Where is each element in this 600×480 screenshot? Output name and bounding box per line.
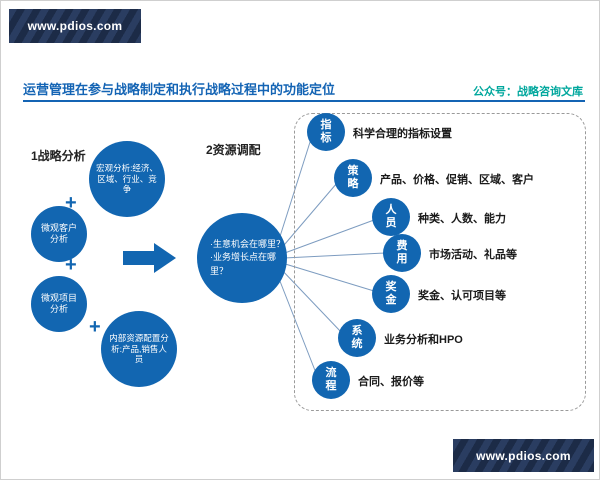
node-circle-system: 系统 (338, 319, 376, 357)
internal-resource-text: 内部资源配置分析:产品,销售人员 (109, 333, 169, 365)
node-label-expense: 市场活动、礼品等 (429, 249, 517, 261)
micro-project-text: 微观项目分析 (40, 292, 77, 314)
right-arrow-icon (123, 243, 176, 273)
node-circle-strategy: 策略 (334, 159, 372, 197)
node-label-personnel: 种类、人数、能力 (418, 213, 506, 225)
micro-customer-circle: 微观客户分析 (31, 206, 87, 262)
node-label-indicators: 科学合理的指标设置 (353, 128, 452, 140)
hub-question-1: ·生意机会在哪里？ (210, 238, 285, 249)
node-circle-text: 奖金 (385, 281, 397, 306)
node-circle-bonus: 奖金 (372, 275, 410, 313)
node-label-process: 合同、报价等 (358, 376, 424, 388)
plus-icon: + (89, 316, 101, 338)
account-label: 公众号：战略咨询文库 (473, 86, 583, 98)
watermark-banner-bottom: www.pdios.com (453, 439, 594, 472)
hub-question-2: ·业务增长点在哪里？ (210, 252, 276, 276)
section-label-strategy: 1战略分析 (31, 149, 86, 163)
node-circle-text: 指标 (320, 119, 332, 144)
node-circle-indicators: 指标 (307, 113, 345, 151)
functions-container (294, 113, 586, 411)
micro-customer-text: 微观客户分析 (40, 222, 77, 244)
hub-circle: ·生意机会在哪里？ ·业务增长点在哪里？ (197, 213, 287, 303)
node-label-system: 业务分析和HPO (384, 334, 463, 346)
watermark-site-text: www.pdios.com (476, 448, 571, 463)
watermark-banner-top: www.pdios.com (9, 9, 141, 43)
title-underline (23, 100, 585, 102)
plus-icon: + (65, 254, 77, 276)
node-circle-text: 费用 (396, 240, 408, 265)
watermark-site-text: www.pdios.com (27, 19, 123, 33)
macro-analysis-circle: 宏观分析:经济、区域、行业、竞争 (89, 141, 165, 217)
node-label-bonus: 奖金、认可项目等 (418, 290, 506, 302)
node-circle-expense: 费用 (383, 234, 421, 272)
node-circle-text: 系统 (351, 325, 363, 350)
node-circle-personnel: 人员 (372, 198, 410, 236)
macro-analysis-text: 宏观分析:经济、区域、行业、竞争 (96, 163, 158, 195)
page-title: 运营管理在参与战略制定和执行战略过程中的功能定位 (23, 82, 336, 97)
node-circle-text: 人员 (385, 204, 397, 229)
micro-project-circle: 微观项目分析 (31, 276, 87, 332)
node-circle-text: 策略 (347, 165, 359, 190)
node-label-strategy: 产品、价格、促销、区域、客户 (380, 174, 534, 186)
section-label-resource: 2资源调配 (206, 143, 261, 157)
internal-resource-circle: 内部资源配置分析:产品,销售人员 (101, 311, 177, 387)
node-circle-text: 流程 (325, 367, 337, 392)
plus-icon: + (65, 192, 77, 214)
node-circle-process: 流程 (312, 361, 350, 399)
